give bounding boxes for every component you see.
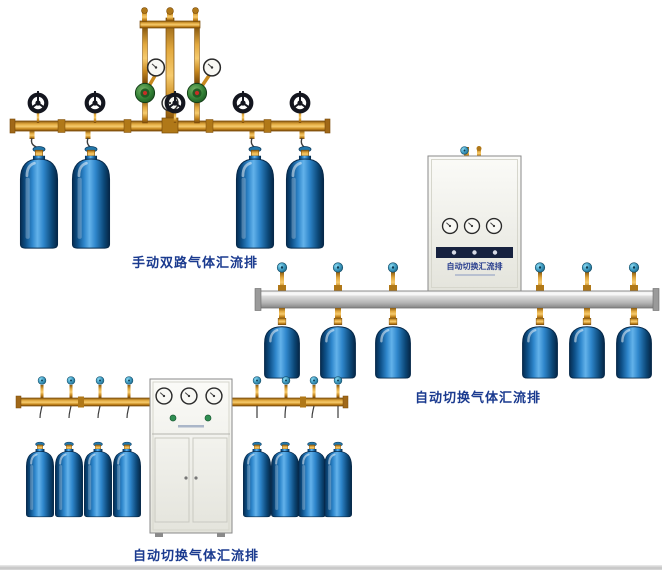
pressure-gauge	[205, 387, 223, 405]
ball-valve-knob	[387, 262, 399, 273]
auto-switch-wall-illustration: 自动切换汇流排	[254, 146, 660, 380]
cabinet-door-left	[154, 437, 190, 523]
gas-cylinder	[263, 318, 301, 380]
gas-cylinder	[568, 318, 606, 380]
ball-valve-knob	[66, 376, 76, 385]
ball-valve-knob	[37, 376, 47, 385]
pressure-gauge	[146, 58, 166, 77]
gas-cylinder	[25, 440, 55, 519]
ball-valve-knob	[333, 376, 343, 385]
gas-cylinder	[297, 440, 327, 519]
pipe-valve-risers	[37, 376, 343, 398]
pressure-gauge	[441, 217, 459, 235]
gas-cylinder	[112, 440, 142, 519]
pressure-gauge	[180, 387, 198, 405]
door-handle	[184, 476, 188, 480]
ball-valve-knob	[309, 376, 319, 385]
indicator-light	[451, 250, 457, 255]
ball-valve-knob	[628, 262, 640, 273]
control-cabinet: 自动切换汇流排	[427, 146, 522, 292]
ball-valve-knob	[252, 376, 262, 385]
gas-cylinder	[242, 440, 272, 519]
manifold-top-tee	[139, 7, 201, 124]
cabinet-label: 自动切换汇流排	[447, 261, 503, 271]
cabinet-label-mark	[178, 425, 204, 428]
gas-cylinder	[70, 146, 112, 250]
gas-cylinder	[54, 440, 84, 519]
indicator-light	[472, 250, 477, 255]
product-manual-dual-manifold: 手动双路气体汇流排	[6, 6, 342, 276]
bottom-divider	[0, 565, 662, 570]
gas-cylinder	[270, 440, 300, 519]
manifold-rail	[254, 288, 660, 311]
rail-valve-risers	[276, 262, 640, 291]
cabinet-foot	[217, 533, 225, 537]
handwheel-valve	[235, 91, 252, 123]
cylinder-connectors	[279, 308, 637, 319]
cabinet-sublabel-mark	[455, 274, 495, 276]
main-pipe	[15, 395, 349, 409]
ball-valve-knob	[534, 262, 546, 273]
product-auto-switch-manifold-floor: 自动切换气体汇流排	[8, 374, 356, 570]
ball-valve-knob	[124, 376, 134, 385]
ball-valve-knob	[332, 262, 344, 273]
cabinet-door-right	[192, 437, 228, 523]
indicator-light	[492, 250, 498, 255]
gas-cylinder	[319, 318, 357, 380]
door-handle	[194, 476, 198, 480]
pressure-regulator-left	[134, 58, 166, 124]
ball-valve-knob	[281, 376, 291, 385]
product-caption-auto-switch-wall: 自动切换气体汇流排	[414, 390, 541, 405]
auto-switch-floor-illustration	[15, 376, 353, 537]
manual-dual-manifold-illustration	[9, 7, 331, 250]
handwheel-valve	[87, 91, 104, 123]
product-caption-auto-switch-floor: 自动切换气体汇流排	[132, 548, 259, 563]
pressure-regulator-right	[186, 58, 222, 124]
main-pipe	[9, 117, 331, 134]
product-caption-manual-dual: 手动双路气体汇流排	[131, 255, 258, 270]
cabinet-foot	[155, 533, 163, 537]
gas-cylinder	[323, 440, 353, 519]
pigtail-hoses	[39, 405, 339, 419]
gas-cylinder	[521, 318, 559, 380]
ball-valve-knob	[95, 376, 105, 385]
pressure-gauge	[463, 217, 481, 235]
gas-cylinder	[374, 318, 412, 380]
gas-cylinder	[83, 440, 113, 519]
control-cabinet	[149, 378, 233, 537]
pressure-gauge	[202, 58, 222, 77]
ball-valve-knob	[581, 262, 593, 273]
pressure-gauge	[485, 217, 503, 235]
handwheel-valve	[30, 91, 47, 123]
handwheel-valve	[292, 91, 309, 123]
indicator-button	[204, 414, 212, 422]
product-auto-switch-manifold-wall: 自动切换汇流排 自动切换气体汇流排	[252, 146, 662, 408]
pressure-gauge	[155, 387, 173, 405]
gas-cylinder	[615, 318, 653, 380]
indicator-button	[169, 414, 177, 422]
gas-cylinder	[18, 146, 60, 250]
ball-valve-knob	[276, 262, 288, 273]
ball-valve-knob	[460, 146, 469, 155]
